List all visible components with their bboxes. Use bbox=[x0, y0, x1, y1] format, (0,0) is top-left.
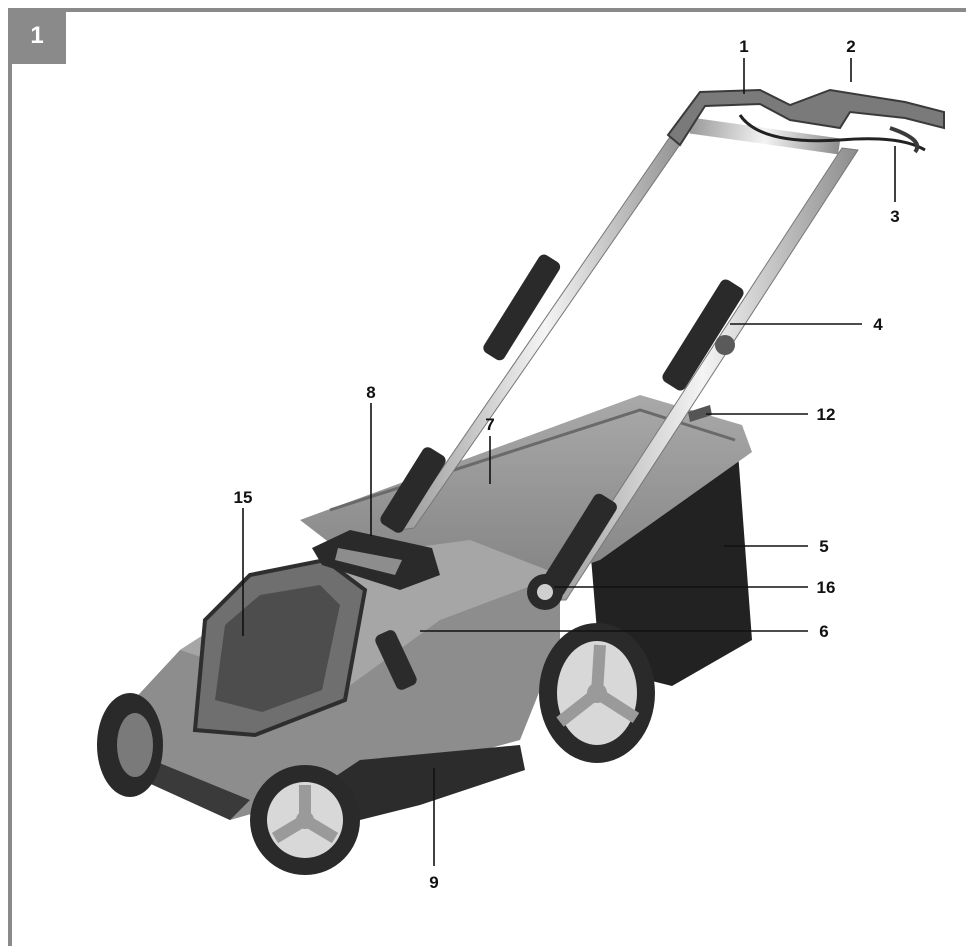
safety-bar bbox=[889, 126, 920, 154]
callout-6: 6 bbox=[819, 622, 828, 641]
callout-15: 15 bbox=[234, 488, 253, 507]
carry-handle-inner bbox=[335, 548, 402, 575]
rear-wheel bbox=[539, 623, 655, 763]
callout-9: 9 bbox=[429, 873, 438, 892]
right-quick-release bbox=[715, 335, 735, 355]
right-joint bbox=[662, 279, 744, 391]
front-left-rim bbox=[117, 713, 153, 777]
frame-left-border bbox=[8, 8, 12, 946]
grip-cable bbox=[738, 114, 926, 152]
fill-indicator bbox=[688, 405, 712, 422]
callout-3: 3 bbox=[890, 207, 899, 226]
front-bumper bbox=[115, 720, 250, 820]
battery-window bbox=[215, 585, 340, 712]
callout-8: 8 bbox=[366, 383, 375, 402]
callout-7: 7 bbox=[485, 415, 494, 434]
right-lower-sleeve bbox=[541, 493, 617, 597]
callout-12: 12 bbox=[817, 405, 836, 424]
front-hub bbox=[296, 811, 314, 829]
callout-2: 2 bbox=[846, 37, 855, 56]
handle-knob-center bbox=[537, 584, 553, 600]
callout-16: 16 bbox=[817, 578, 836, 597]
callout-4: 4 bbox=[873, 315, 883, 334]
grass-bag bbox=[590, 452, 752, 686]
front-left-wheel bbox=[97, 693, 163, 797]
top-grip bbox=[666, 88, 945, 147]
figure-number-badge: 1 bbox=[8, 8, 66, 64]
left-joint bbox=[483, 254, 561, 361]
top-crossbar bbox=[689, 117, 841, 155]
handle-assembly bbox=[380, 88, 945, 610]
rear-hub bbox=[587, 683, 607, 703]
left-lower-sleeve bbox=[380, 447, 446, 533]
height-lever bbox=[375, 630, 417, 690]
callout-1: 1 bbox=[739, 37, 748, 56]
callout-5: 5 bbox=[819, 537, 828, 556]
frame-top-border bbox=[8, 8, 966, 12]
front-wheel bbox=[250, 765, 360, 875]
